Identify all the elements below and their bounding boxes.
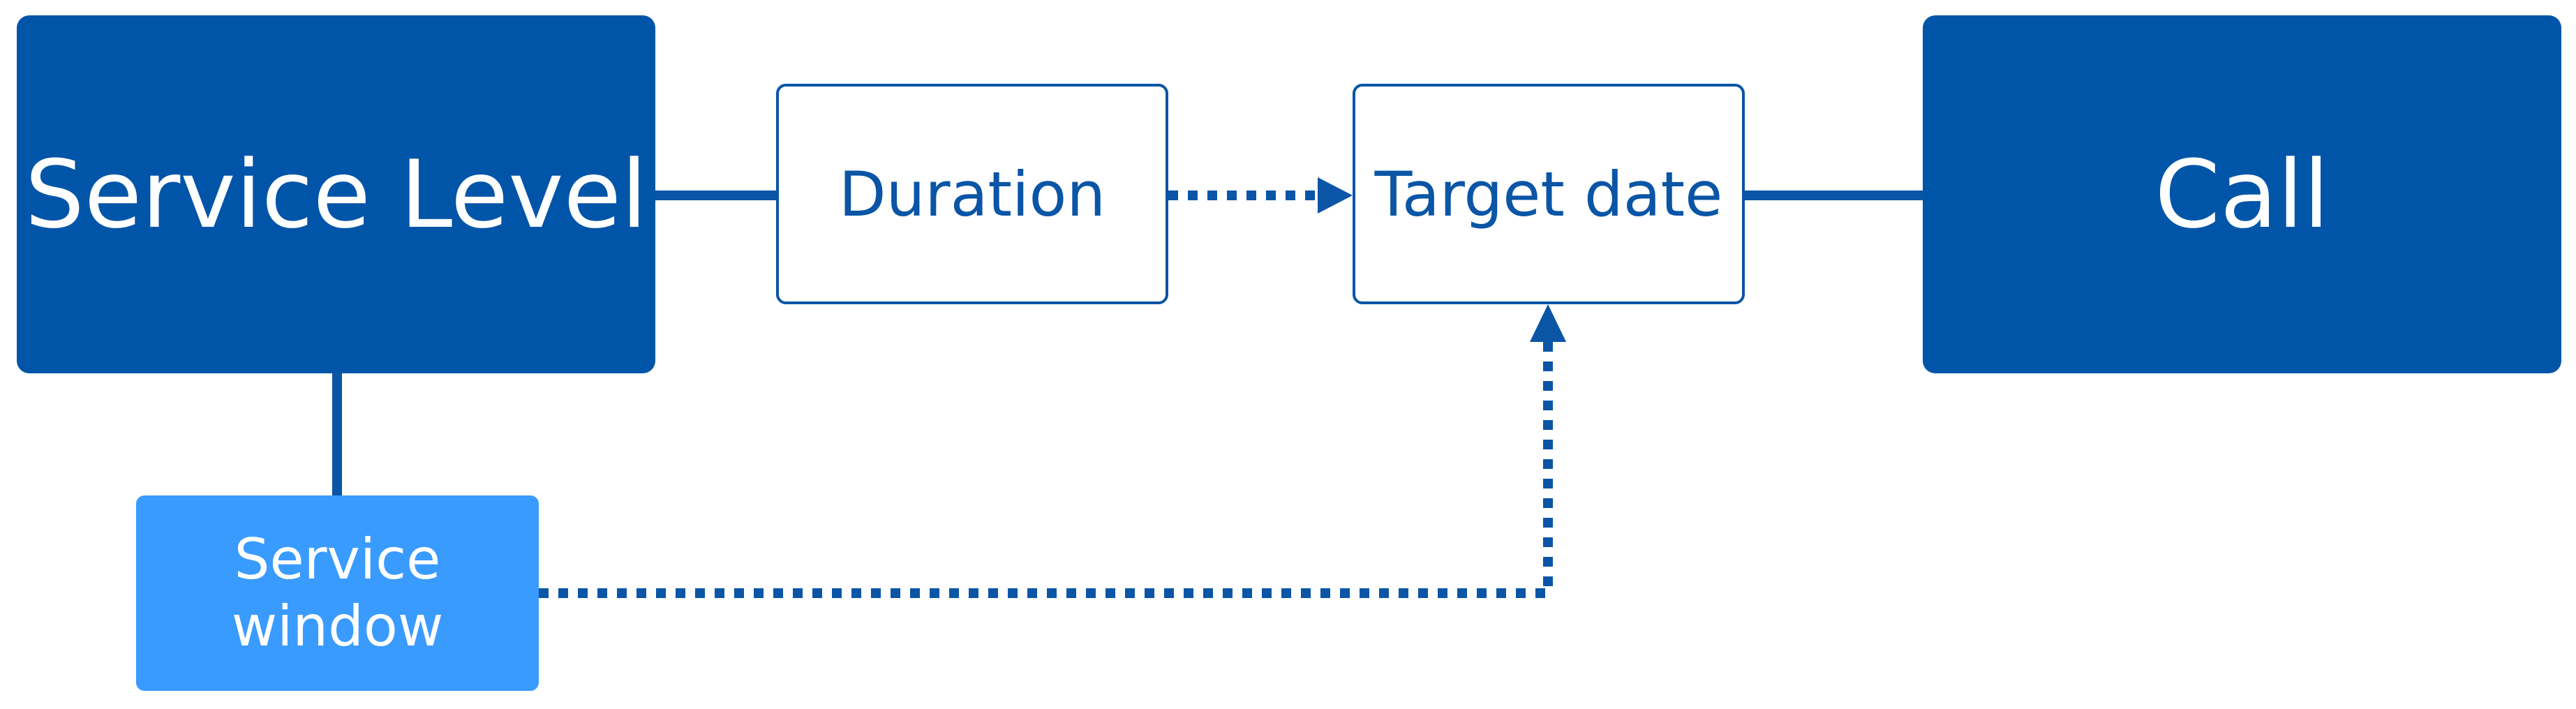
node-call: Call <box>1923 15 2561 373</box>
arrowhead-service-window-target-date <box>1530 304 1566 342</box>
node-duration-label: Duration <box>838 158 1106 230</box>
node-service-window-label-line1: Service <box>234 527 441 592</box>
node-service-window-label-line2: window <box>231 594 444 659</box>
node-duration: Duration <box>776 84 1168 304</box>
edge-service-window-target-date <box>539 342 1553 598</box>
node-target-date: Target date <box>1353 84 1745 304</box>
node-target-date-label: Target date <box>1374 158 1723 230</box>
node-service-level-label: Service Level <box>24 140 648 249</box>
node-service-window: Service window <box>136 495 539 691</box>
node-call-label: Call <box>2154 140 2330 249</box>
node-service-level: Service Level <box>17 15 655 373</box>
arrowhead-duration-target-date <box>1318 177 1353 214</box>
